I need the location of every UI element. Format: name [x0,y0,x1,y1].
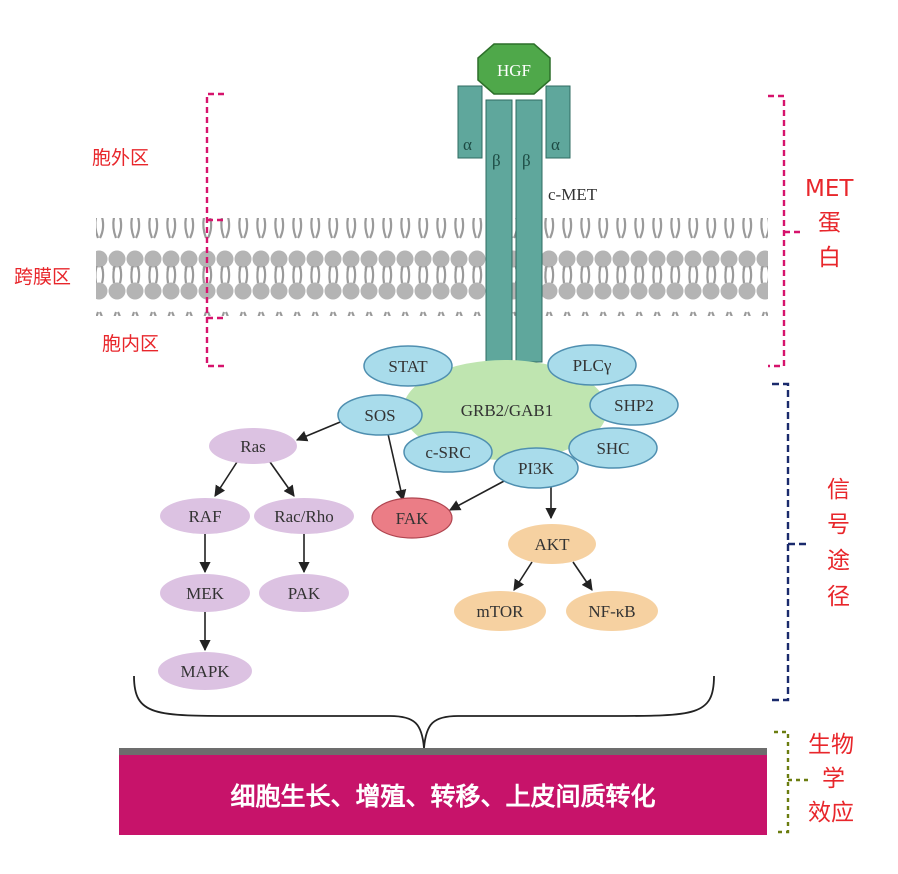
zone-intracellular: 胞内区 [102,333,159,355]
node-mtor: mTOR [454,591,546,631]
hgf-ligand: HGF [477,43,551,95]
c-met-receptor: α β β α c-MET [457,85,598,363]
svg-text:RAF: RAF [188,507,221,526]
svg-text:学: 学 [822,766,845,792]
svg-text:径: 径 [827,584,850,610]
node-akt: AKT [508,524,596,564]
alpha-label-left: α [463,135,472,154]
svg-text:c-SRC: c-SRC [425,443,470,462]
svg-text:效应: 效应 [808,800,854,826]
svg-text:蛋: 蛋 [818,210,841,236]
pathway-arrows [199,419,593,652]
svg-text:Rac/Rho: Rac/Rho [274,507,334,526]
met-protein-bracket [768,94,800,368]
left-zone-brackets [205,92,224,368]
hgf-label: HGF [497,61,531,80]
node-rac-rho: Rac/Rho [254,498,354,534]
node-shp2: SHP2 [589,384,679,426]
beta-label-left: β [492,151,501,170]
node-ras: Ras [209,428,297,464]
node-pi3k: PI3K [493,447,579,489]
node-nf-kb: NF-κB [566,591,658,631]
svg-text:MET: MET [805,176,854,202]
svg-text:白: 白 [818,245,841,271]
svg-text:Ras: Ras [240,437,266,456]
adaptor-proteins: STAT PLCγ SOS SHP2 c-SRC SHC PI3K [337,344,679,489]
hub-label: GRB2/GAB1 [461,401,554,420]
curly-brace [133,675,715,749]
node-shc: SHC [568,427,658,469]
effect-banner-text: 细胞生长、增殖、转移、上皮间质转化 [230,782,655,811]
node-sos: SOS [337,394,423,436]
alpha-chain-left [457,85,483,159]
signal-pathway-bracket [772,382,806,702]
svg-text:PI3K: PI3K [518,459,555,478]
svg-text:MAPK: MAPK [180,662,230,681]
biological-effect-label: 生物 学 效应 [808,732,854,826]
met-protein-label: MET 蛋 白 [805,176,854,271]
svg-text:生物: 生物 [808,732,854,758]
akt-branch: AKT mTOR NF-κB [454,524,658,631]
svg-text:信: 信 [827,477,850,503]
svg-text:途: 途 [827,548,850,574]
beta-label-right: β [522,151,531,170]
svg-text:mTOR: mTOR [477,602,525,621]
beta-chain-left [485,99,513,363]
node-fak: FAK [371,497,453,539]
node-pak: PAK [259,574,349,612]
svg-text:号: 号 [827,512,850,538]
effect-banner: 细胞生长、增殖、转移、上皮间质转化 [119,748,767,835]
svg-text:STAT: STAT [388,357,428,376]
svg-text:MEK: MEK [186,584,225,603]
ras-mapk-branch: Ras RAF Rac/Rho MEK PAK MAPK [158,428,354,690]
svg-text:PLCγ: PLCγ [573,356,612,375]
signal-pathway-label: 信 号 途 径 [827,477,850,610]
node-c-src: c-SRC [403,431,493,473]
svg-text:PAK: PAK [288,584,321,603]
svg-text:SHP2: SHP2 [614,396,654,415]
zone-transmembrane: 跨膜区 [14,266,71,288]
node-mek: MEK [160,574,250,612]
beta-chain-right [515,99,543,363]
alpha-label-right: α [551,135,560,154]
c-met-label: c-MET [548,185,598,204]
svg-text:SHC: SHC [596,439,629,458]
node-plcg: PLCγ [547,344,637,386]
node-raf: RAF [160,498,250,534]
svg-text:FAK: FAK [396,509,429,528]
node-mapk: MAPK [158,652,252,690]
svg-text:AKT: AKT [535,535,571,554]
svg-text:SOS: SOS [364,406,395,425]
svg-text:NF-κB: NF-κB [588,602,635,621]
zone-extracellular: 胞外区 [92,147,149,169]
node-stat: STAT [363,345,453,387]
cell-membrane [96,218,768,316]
biological-effect-bracket [774,730,808,834]
alpha-chain-right [545,85,571,159]
